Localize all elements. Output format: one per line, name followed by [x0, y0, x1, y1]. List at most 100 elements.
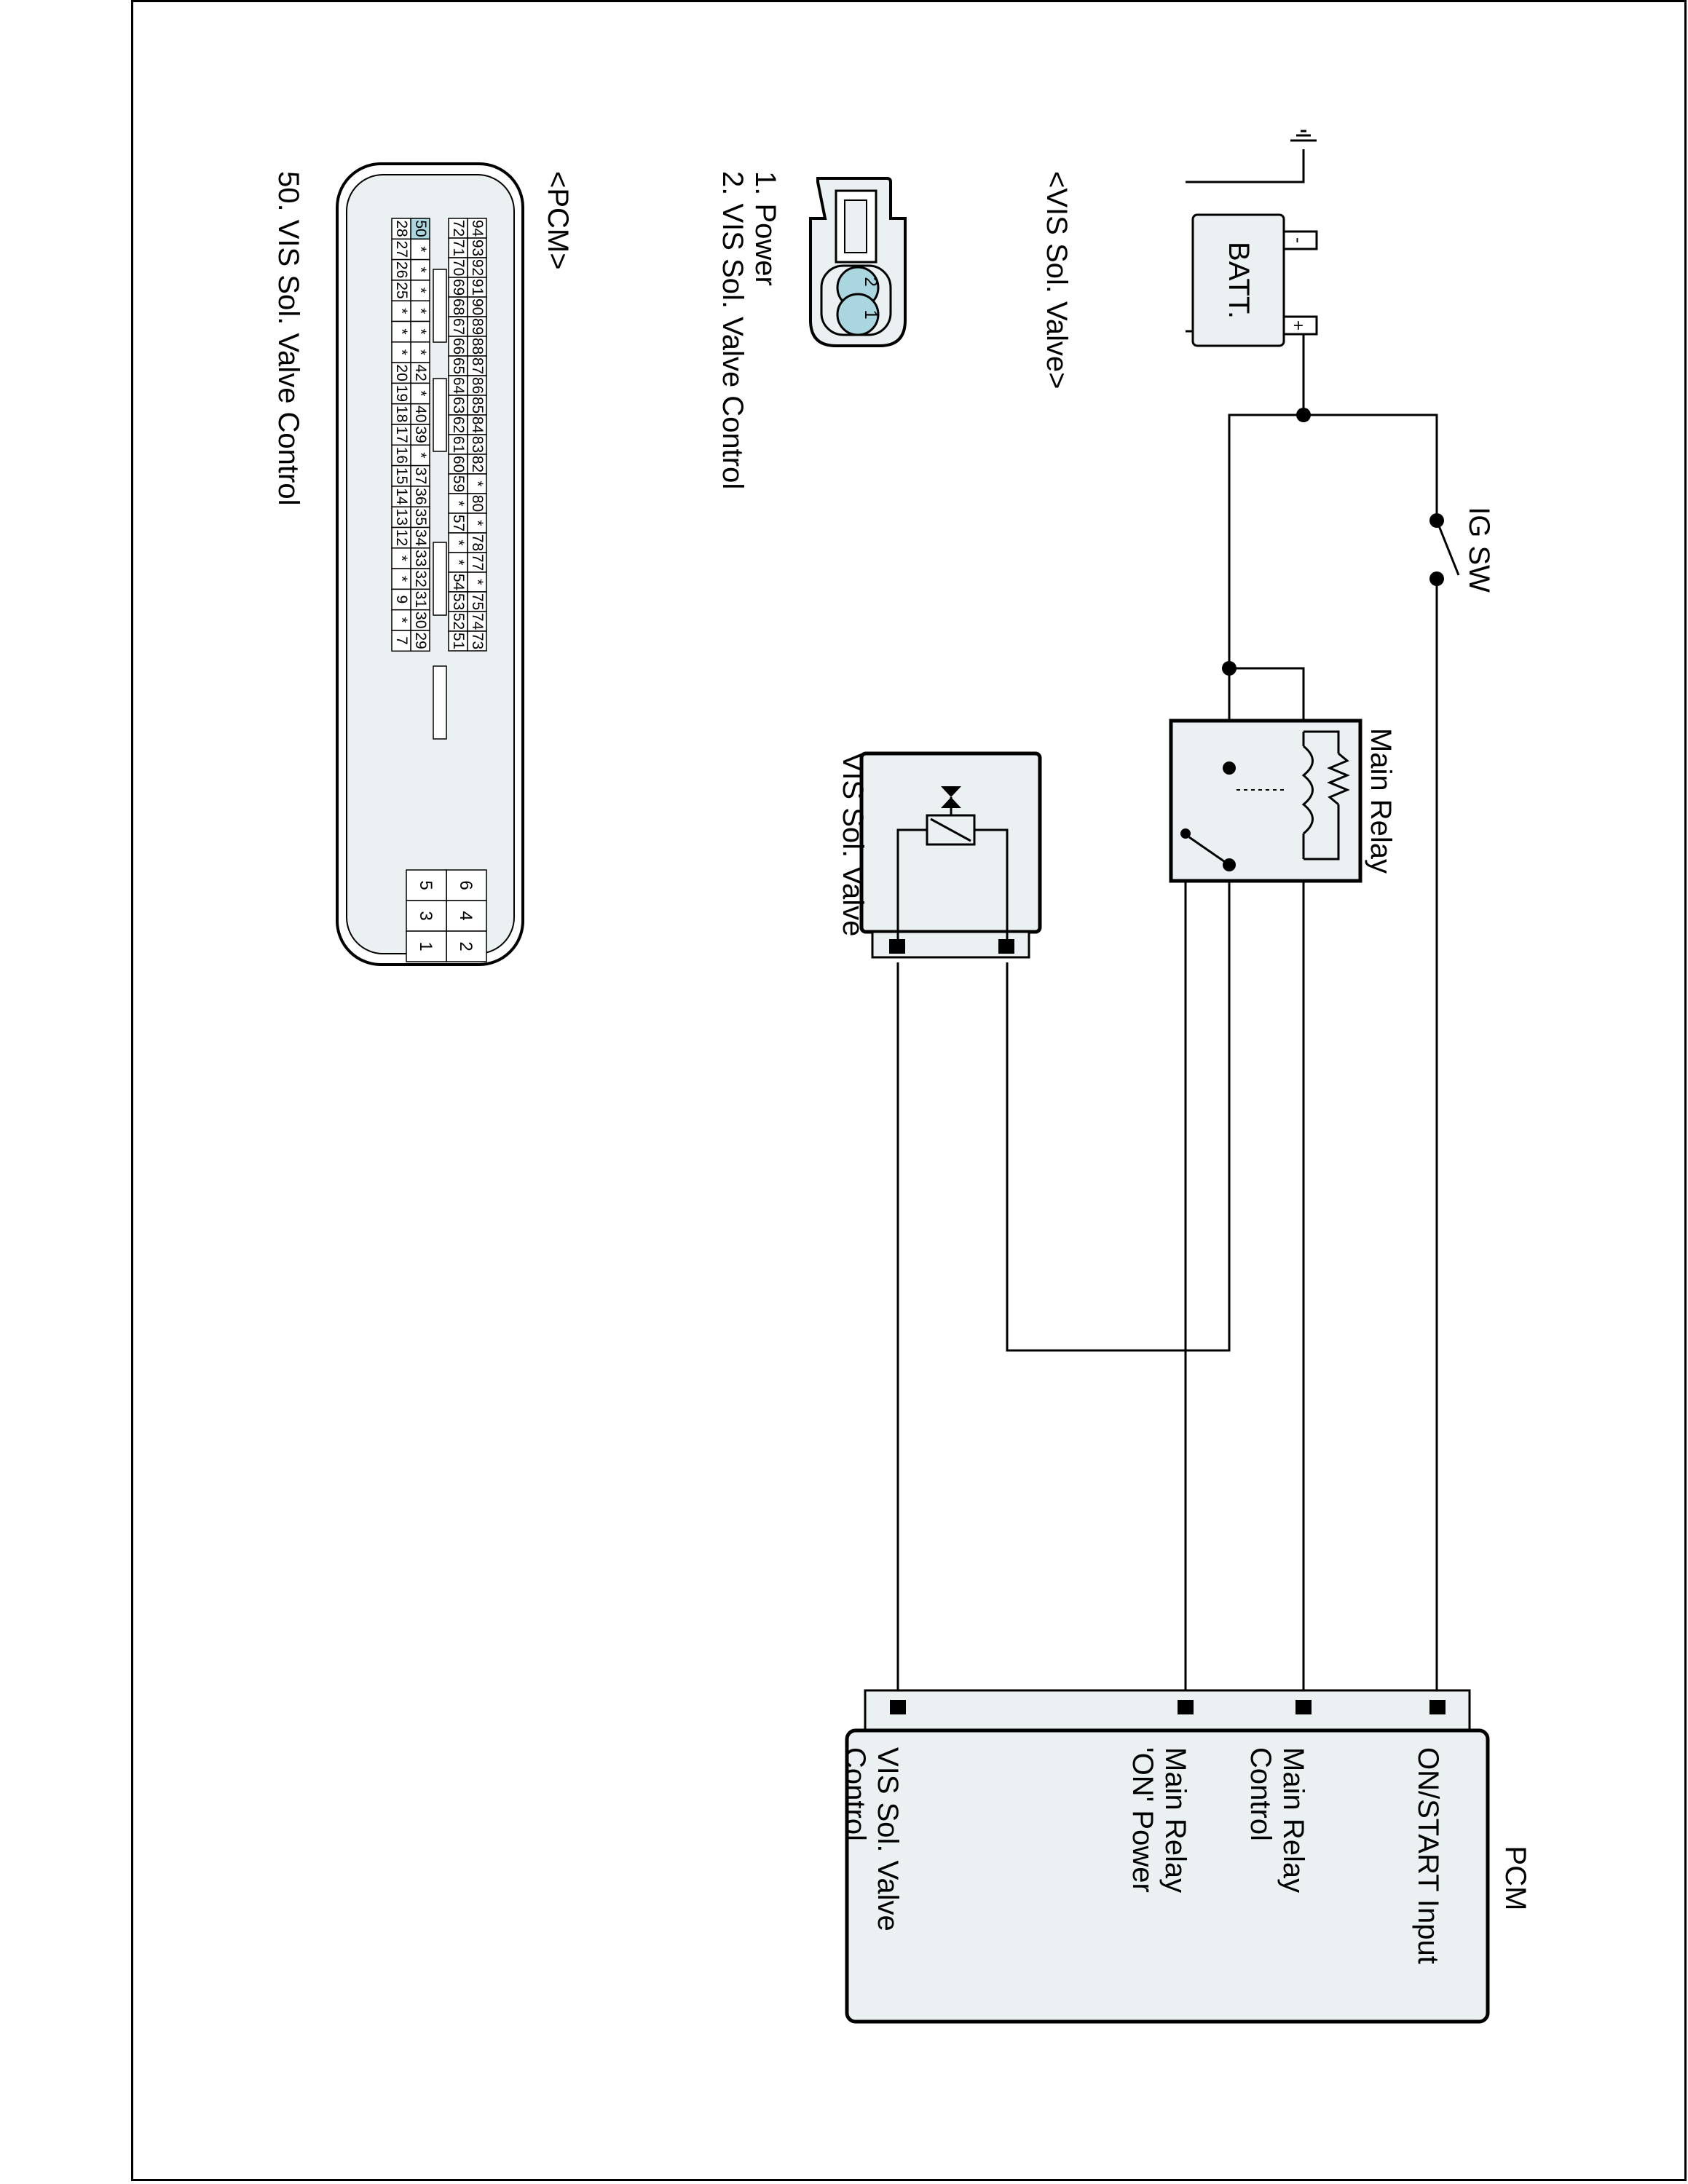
pcm-connector-legend: 50. VIS Sol. Valve Control: [272, 171, 304, 506]
pcm-pin-number: 34: [412, 529, 429, 547]
relay-coil-icon: [1301, 745, 1314, 835]
pcm-pin-label: VIS Sol. Valve: [872, 1747, 904, 1931]
pcm-pin-label: 'ON' Power: [1127, 1747, 1159, 1893]
pcm-pin-number: 93: [469, 240, 486, 256]
pcm-pin-number: 9: [393, 596, 410, 604]
vis-pin-1: [836, 293, 880, 336]
page-frame: [131, 0, 1687, 2181]
pcm-pin-number: 77: [469, 554, 486, 571]
pcm-pin-number: *: [469, 480, 486, 486]
pcm-title: PCM: [1499, 1846, 1531, 1911]
pcm-pin-number: 19: [393, 385, 410, 402]
pcm-pin-number: 27: [393, 241, 410, 258]
pcm-pin-number: 60: [450, 456, 467, 472]
main-relay-label: Main Relay: [1365, 728, 1397, 874]
pcm-pin-label: Control: [839, 1747, 871, 1841]
pcm-pin-number: 94: [469, 220, 486, 237]
junction-dot: [1222, 661, 1237, 676]
pcm-pin-number: *: [393, 555, 410, 561]
pcm-pin-number: 83: [469, 436, 486, 453]
battery-body: [1191, 213, 1285, 347]
pcm-pin-number: 72: [450, 220, 467, 237]
vis-connector-legend: 1. Power: [749, 171, 781, 286]
pcm-aux-pin-number: 4: [456, 911, 476, 920]
pcm-pin-number: 57: [450, 515, 467, 531]
pcm-pin-number: 18: [393, 405, 410, 422]
pcm-pin-number: 20: [393, 364, 410, 381]
relay-resistor-icon: [1327, 752, 1350, 806]
pcm-pin-number: 89: [469, 318, 486, 335]
ig-switch-lever: [1435, 520, 1460, 576]
pcm-key-slot: [433, 378, 447, 452]
pcm-aux-pin-number: 1: [416, 941, 435, 951]
pcm-pin-number: 51: [450, 633, 467, 649]
ig-switch: IG SW: [1429, 507, 1495, 593]
pcm-pin-number: 35: [412, 509, 429, 526]
pcm-pin-number: 69: [450, 279, 467, 296]
pcm-pin-label: Control: [1245, 1747, 1277, 1841]
pcm-pin-number: 71: [450, 240, 467, 256]
vis-valve: VIS Sol. Valve: [837, 751, 1042, 959]
pcm-pin-number: *: [412, 246, 429, 252]
pcm-pin-number: *: [412, 452, 429, 458]
battery-minus-terminal: [1282, 230, 1318, 250]
battery-label: BATT.: [1223, 242, 1255, 319]
pcm-pin-number: 50: [412, 220, 429, 237]
pcm-pin-number: 30: [412, 612, 429, 628]
pcm-pin-number: 29: [412, 632, 429, 649]
pcm-pin-number: 80: [469, 495, 486, 512]
pcm-pin-number: 64: [450, 377, 467, 395]
pcm-body: [845, 1728, 1490, 2024]
pcm-pin-number: 78: [469, 534, 486, 551]
pcm-pin-number: 75: [469, 593, 486, 610]
battery-plus-terminal: [1282, 315, 1318, 336]
pcm-pin-number: 13: [393, 509, 410, 526]
pcm-pin-number: *: [393, 617, 410, 623]
pcm-pin-number: *: [393, 308, 410, 314]
pcm-aux-pin-number: 3: [416, 911, 435, 920]
pcm-connector-title: <PCM>: [542, 171, 574, 270]
pcm-pin-number: *: [450, 539, 467, 545]
main-relay: Main Relay: [1169, 719, 1397, 883]
pcm-pin-number: *: [412, 288, 429, 293]
pcm-pin-number: 74: [469, 613, 486, 630]
pcm-pin-number: *: [469, 520, 486, 526]
pcm-pin-number: *: [412, 267, 429, 273]
pcm-pin-number: 91: [469, 279, 486, 296]
vis-pin-number: 1: [861, 309, 880, 319]
pcm-pin-number: *: [412, 328, 429, 334]
pcm-pin: [1429, 1700, 1446, 1714]
battery-minus-label: -: [1288, 237, 1308, 243]
pcm-key-slot: [433, 269, 447, 343]
pcm-pin-number: 59: [450, 475, 467, 492]
pcm-aux-pin-number: 6: [456, 880, 476, 890]
pcm-pin-number: 28: [393, 220, 410, 237]
pcm-pin-number: 52: [450, 613, 467, 630]
vis-pin-number: 2: [861, 277, 880, 286]
pcm-pin-cell: [391, 630, 411, 652]
pcm-pin-number: 90: [469, 298, 486, 315]
pcm-pin-number: 87: [469, 357, 486, 374]
pcm-pin-number: 66: [450, 338, 467, 355]
pcm-pin-number: 15: [393, 467, 410, 484]
pcm-aux-pin-number: 5: [416, 880, 435, 890]
pcm-pin-number: 53: [450, 593, 467, 610]
pcm-pin-number: 63: [450, 397, 467, 414]
pcm-pin-number: 88: [469, 338, 486, 355]
pcm-connector-strip: [864, 1689, 1471, 1732]
pcm-pin-number: *: [469, 579, 486, 585]
pcm-pin-number: 31: [412, 591, 429, 608]
pcm-pin-label: ON/START Input: [1412, 1747, 1444, 1964]
pcm-pin-number: 67: [450, 318, 467, 335]
pcm-connector-view: <PCM> 94939291908988878685848382*80*7877…: [272, 162, 574, 966]
vis-valve-connector-tab: [871, 930, 1030, 959]
pcm-pin-number: *: [412, 349, 429, 355]
pcm-key-slot: [433, 665, 447, 740]
ground-wire: [1186, 149, 1305, 183]
ig-switch-label: IG SW: [1463, 507, 1495, 593]
pcm-pin-cell: [448, 630, 468, 652]
pcm-pin-number: *: [393, 349, 410, 355]
pcm-pin-number: 68: [450, 298, 467, 315]
